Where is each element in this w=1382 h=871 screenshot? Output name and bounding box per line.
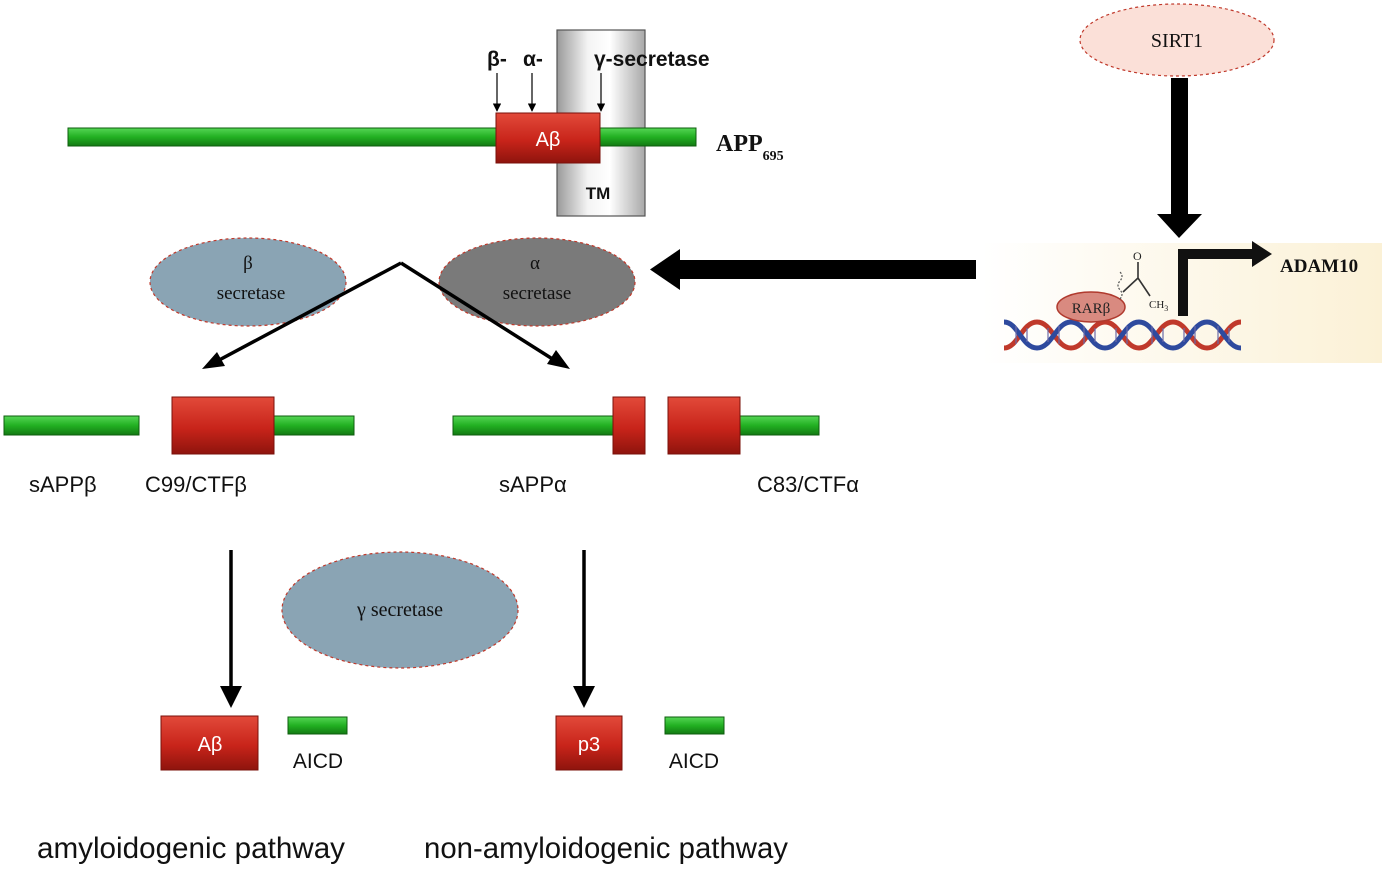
rarb-ellipse	[1056, 291, 1126, 323]
products-row: Aβ AICD p3 AICD	[160, 715, 725, 773]
sappb-label: sAPPβ	[29, 472, 97, 497]
app-green-bar-overlay	[599, 127, 697, 147]
dna-promoter-inset: RARβ O CH3	[982, 241, 1382, 363]
beta-site-label: β-	[487, 48, 507, 71]
sappa-green-bar	[452, 415, 616, 436]
c99-red-block	[171, 396, 275, 455]
alpha-secretase-ellipse	[438, 237, 636, 327]
tm-label: TM	[586, 184, 611, 203]
sappa-label: sAPPα	[499, 472, 567, 497]
abeta-product-label: Aβ	[198, 734, 223, 756]
down-arrow-left-head	[220, 686, 242, 708]
sirt1-down-arrow-shaft	[1171, 78, 1188, 216]
abeta-product	[160, 715, 259, 771]
c83-label: C83/CTFα	[757, 472, 859, 497]
gamma-secretase-label: γ secretase	[356, 599, 443, 621]
sirt1-regulation: SIRT1 RARβ O CH3	[650, 3, 1382, 363]
transcription-start-arrow-head	[1252, 241, 1272, 267]
non-amyloidogenic-pathway-label: non-amyloidogenic pathway	[424, 832, 788, 865]
p3-product	[555, 715, 623, 771]
split-arrow-right	[400, 261, 563, 367]
alpha-secretase: α secretase	[438, 237, 636, 327]
c99-label: C99/CTFβ	[145, 472, 247, 497]
beta-secretase-line2: secretase	[217, 283, 286, 304]
abeta-domain	[495, 112, 601, 164]
gamma-secretase-ellipse	[281, 551, 519, 669]
c83-green-bar	[736, 415, 820, 436]
aicd-right-label: AICD	[669, 750, 719, 773]
sappa-red-block	[612, 396, 646, 455]
alpha-secretase-line2: secretase	[503, 283, 572, 304]
aicd-left-label: AICD	[293, 750, 343, 773]
sirt1-down-arrow-head	[1157, 214, 1202, 238]
alpha-secretase-line1: α	[530, 253, 540, 274]
c99-green-bar	[271, 415, 355, 436]
beta-secretase-line1: β	[243, 253, 253, 274]
split-arrow-left	[207, 261, 402, 368]
split-arrow-right-head	[547, 350, 570, 369]
gamma-site-label: γ-secretase	[594, 48, 710, 71]
gamma-step: γ secretase	[220, 550, 595, 708]
split-arrow-left-head	[202, 352, 225, 369]
rarb-label: RARβ	[1072, 301, 1110, 317]
aicd-left-bar	[287, 716, 348, 735]
sirt1-label: SIRT1	[1151, 30, 1203, 52]
sappb-bar	[3, 415, 140, 436]
adam10-left-arrow-shaft	[676, 260, 976, 279]
acetyl-methyl-label: CH3	[1149, 299, 1168, 313]
aicd-right-bar	[664, 716, 725, 735]
acetyl-group-icon	[1122, 262, 1151, 297]
dna-strand-blue	[1003, 319, 1242, 351]
c83-red-block	[667, 396, 741, 455]
transcription-start-arrow	[1178, 249, 1255, 316]
sirt1-ellipse	[1079, 3, 1275, 77]
alpha-site-label: α-	[523, 48, 543, 71]
abeta-domain-label: Aβ	[536, 129, 561, 151]
adam10-left-arrow-head	[650, 249, 680, 290]
beta-secretase-ellipse	[149, 237, 347, 327]
adam10-label: ADAM10	[1280, 256, 1358, 277]
app695-label: APP695	[716, 131, 784, 164]
beta-secretase: β secretase	[149, 237, 347, 327]
dna-base-pairs	[1015, 326, 1230, 344]
fragments-row: sAPPβ C99/CTFβ sAPPα C83/CTFα	[3, 396, 859, 497]
amyloidogenic-pathway-label: amyloidogenic pathway	[37, 832, 345, 865]
down-arrow-right-head	[573, 686, 595, 708]
acetyl-chain-icon	[1117, 271, 1123, 300]
split-arrows	[202, 261, 570, 369]
acetyl-oxygen-label: O	[1133, 249, 1142, 263]
p3-product-label: p3	[578, 734, 600, 756]
app695-protein: Aβ TM β- α- γ-secretase APP695	[67, 29, 784, 217]
